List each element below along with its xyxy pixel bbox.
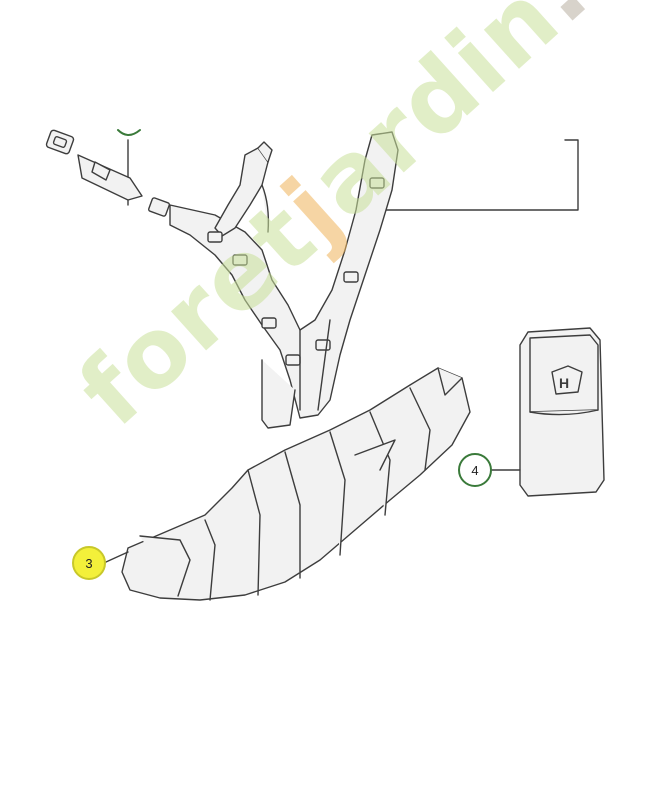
callout-4[interactable]: 4 — [458, 453, 492, 487]
callout-3-label: 3 — [85, 555, 93, 571]
hip-pad-leader — [105, 551, 129, 563]
shoulder-pad: H — [519, 327, 605, 497]
buckle-parts — [45, 129, 170, 217]
svg-text:H: H — [559, 375, 569, 391]
harness-leader-line — [384, 139, 579, 211]
callout-3[interactable]: 3 — [72, 546, 106, 580]
callout-4-label: 4 — [471, 462, 479, 478]
hip-pad — [121, 367, 471, 601]
harness-straps — [169, 131, 399, 429]
